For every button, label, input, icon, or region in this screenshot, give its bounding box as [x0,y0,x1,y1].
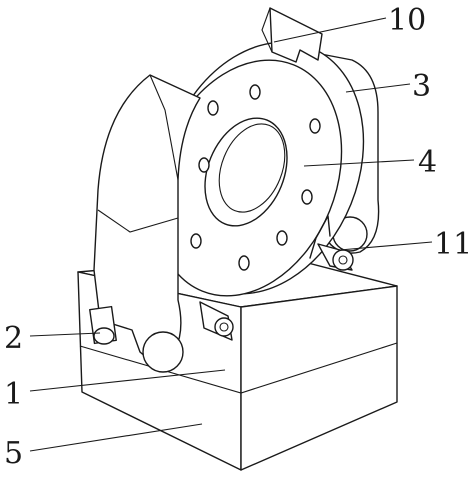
bolt-holes [190,84,321,271]
left-arm [93,74,201,373]
callout-5: 5 [4,436,23,471]
leader-lines [29,17,433,452]
callout-10: 10 [388,3,426,38]
callouts: 10 3 4 11 2 1 5 [4,3,472,471]
leader-3 [345,83,411,93]
leader-10 [273,17,387,43]
callout-1: 1 [4,377,23,412]
front-hinge-pin [199,301,234,341]
leader-2 [29,332,101,337]
main-disc [153,41,365,297]
leader-1 [29,369,226,392]
leader-4 [303,159,415,167]
callout-11: 11 [434,227,472,262]
right-hinge-pin [309,215,354,271]
leader-5 [29,423,203,452]
leader-11 [339,241,433,251]
top-clamp [261,7,323,63]
callout-3: 3 [412,69,431,104]
callout-2: 2 [4,321,23,356]
callout-4: 4 [418,145,437,180]
left-hinge [89,305,117,345]
